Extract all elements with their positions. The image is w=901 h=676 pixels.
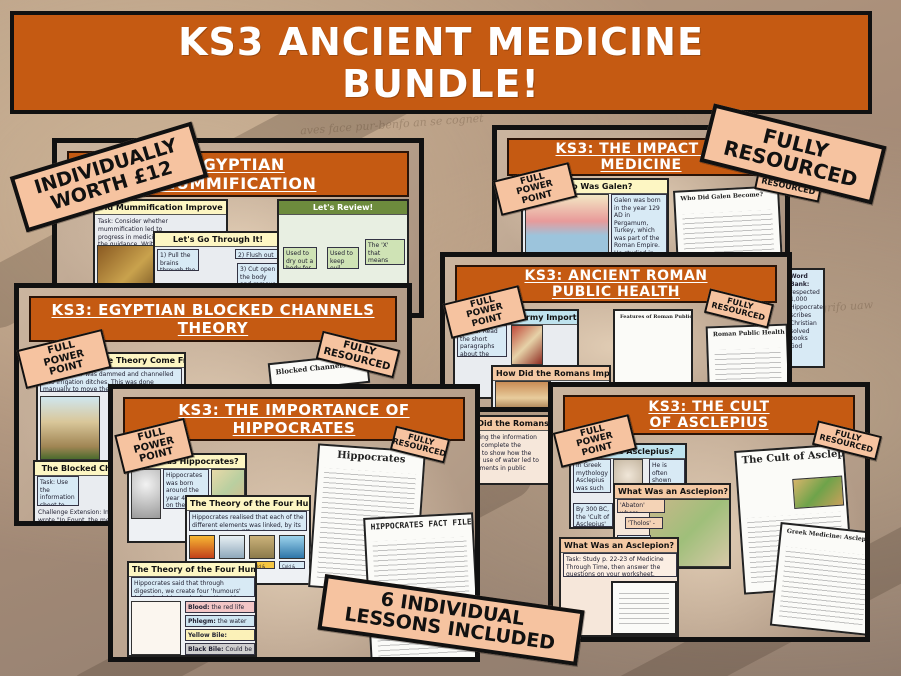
asclepion-task-text: Task: Study p. 22-23 of Medicine Through…: [563, 553, 677, 577]
four-humours-panel: The Theory of the Four Humours Hippocrat…: [127, 561, 257, 657]
slide-title: KS3: ANCIENT ROMAN PUBLIC HEALTH: [455, 265, 777, 303]
asclepion-site-image: [792, 475, 845, 509]
humour-blood: Blood: the red life force of our body es…: [185, 601, 255, 613]
worksheet-lines: [778, 546, 865, 628]
slide-asclepius: KS3: THE CULT OF ASCLEPIUS Who Was Ascle…: [548, 382, 870, 642]
roman-baths-image: [495, 381, 551, 407]
main-title-banner: KS3 ANCIENT MEDICINE BUNDLE!: [10, 11, 872, 114]
greek-medicine-worksheet: Greek Medicine: Asclepius: [769, 522, 865, 636]
nile-irrigation-image: [40, 396, 100, 460]
asclepion-task-panel: What Was an Asclepion? Task: Study p. 22…: [559, 537, 679, 637]
asclepion-panel: What Was an Asclepion? 'Abaton' where pa…: [613, 483, 731, 569]
roman-army-image: [511, 325, 543, 365]
wave-image: [279, 535, 305, 559]
humours-illustration: [131, 601, 181, 655]
worksheet-lines: [619, 589, 669, 627]
main-title-line1: KS3 ANCIENT MEDICINE: [178, 19, 704, 64]
slide-hippocrates: KS3: THE IMPORTANCE OF HIPPOCRATES Who W…: [108, 384, 480, 662]
main-title-line2: BUNDLE!: [342, 61, 540, 106]
fire-image: [189, 535, 215, 559]
humour-yellow-bile: Yellow Bile: Appears in the body as pus …: [185, 629, 255, 641]
humour-black-bile: Black Bile: Could be clotted blood, excr…: [185, 643, 255, 655]
water-ice-image: [219, 535, 245, 559]
earth-image: [249, 535, 275, 559]
humour-phlegm: Phlegm: the water substance we cough or …: [185, 615, 255, 627]
hippocrates-bust: [131, 469, 161, 519]
slide-title: KS3: THE CULT OF ASCLEPIUS: [563, 395, 855, 435]
background-handwriting: grifo uaw: [819, 298, 874, 315]
asclepius-mini-worksheet: [611, 581, 677, 635]
who-galen-panel: Who Was Galen? Galen was born in the yea…: [521, 178, 669, 260]
